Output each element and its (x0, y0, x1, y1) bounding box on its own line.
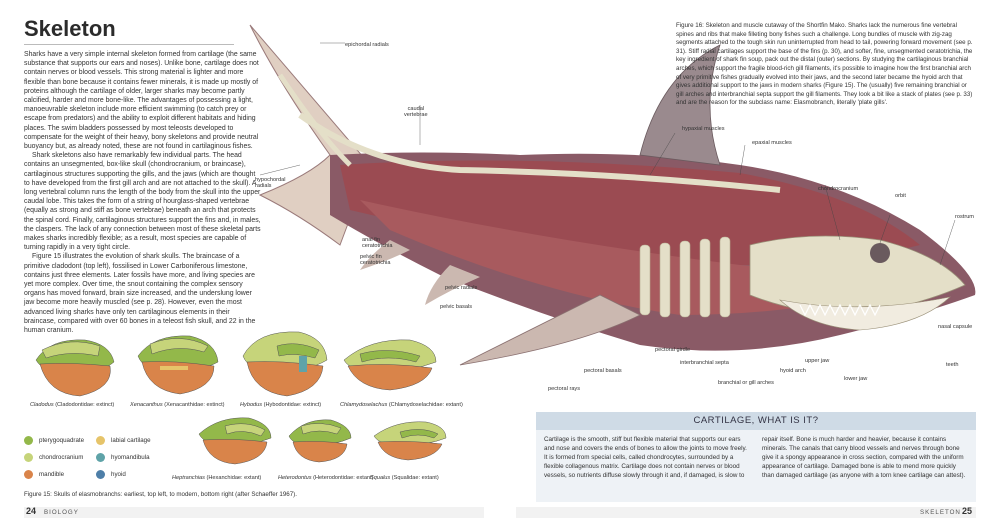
skull-caption: Heterodontus (Heterodontidae: extant) (278, 475, 374, 481)
sidebar-box-column-2: repair itself. Bone is much harder and h… (762, 436, 966, 479)
legend-item: chondrocranium (24, 453, 83, 462)
section-label-left: BIOLOGY (44, 509, 79, 516)
label-teeth: teeth (946, 362, 959, 368)
label-interbranchial-septa: interbranchial septa (680, 360, 729, 366)
label-pectoral-rays: pectoral rays (548, 386, 581, 392)
label-pectoral-basals: pectoral basals (584, 368, 622, 374)
skull-caption: Heptranchias (Hexanchidae: extant) (172, 475, 262, 481)
skull-cladodus (35, 339, 115, 397)
label-hypaxial-muscles: hypaxial muscles (682, 126, 725, 132)
label-rostrum: rostrum (955, 214, 974, 220)
label-anal-fin-ceratotrichia: anal fin ceratotrichia (362, 237, 393, 249)
skull-xenacanthus (137, 335, 219, 395)
legend-swatch (24, 470, 33, 479)
legend-item: pterygoquadrate (24, 436, 84, 445)
legend-swatch (24, 453, 33, 462)
sidebar-box-title: CARTILAGE, WHAT IS IT? (536, 412, 976, 430)
legend-swatch (24, 436, 33, 445)
legend-item: mandible (24, 470, 64, 479)
paragraph: Figure 15 illustrates the evolution of s… (24, 253, 256, 335)
label-caudal-vertebrae: caudal vertebrae (404, 106, 428, 118)
page-number-right: 25 (962, 506, 973, 516)
skull-legend: pterygoquadrate labial cartilage chondro… (24, 436, 194, 486)
skull-caption: Squalus (Squalidae: extant) (370, 475, 439, 481)
legend-swatch (96, 453, 105, 462)
label-pectoral-girdle: pectoral girdle (655, 347, 691, 353)
skull-caption: Hybodus (Hybodontidae: extinct) (240, 402, 322, 408)
skull-caption: Chlamydoselachus (Chlamydoselachidae: ex… (340, 402, 463, 408)
skull-squalus (373, 421, 447, 461)
label-hyoid-arch: hyoid arch (780, 368, 806, 374)
label-branchial-arches: branchial or gill arches (718, 380, 774, 386)
footer-bar-left (24, 507, 484, 518)
paragraph: Shark skeletons also have remarkably few… (24, 152, 261, 252)
label-pelvic-fin-ceratotrichia: pelvic fin ceratotrichia (360, 254, 391, 266)
title-divider (24, 44, 234, 45)
label-hypochordal-radials: hypochordal radials (255, 177, 286, 189)
footer-bar-right (516, 507, 976, 518)
figure-15-caption: Figure 15: Skulls of elasmobranchs: earl… (24, 491, 297, 498)
label-epaxial-muscles: epaxial muscles (752, 140, 792, 146)
sidebar-box-column-1: Cartilage is the smooth, stiff but flexi… (544, 436, 747, 479)
figure-16-caption: Figure 16: Skeleton and muscle cutaway o… (676, 22, 973, 107)
skull-caption: Cladodus (Cladodontidae: extinct) (30, 402, 115, 408)
skull-caption: Xenacanthus (Xenacanthidae: extinct) (130, 402, 225, 408)
label-nasal-capsule: nasal capsule (938, 324, 973, 330)
legend-item: hyomandibula (96, 453, 150, 462)
legend-item: labial cartilage (96, 436, 151, 445)
legend-swatch (96, 470, 105, 479)
paragraph: Sharks have a very simple internal skele… (24, 51, 259, 151)
label-epichordal-radials: epichordal radials (345, 42, 389, 48)
skull-heterodontus (288, 419, 352, 463)
label-pelvic-basals: pelvic basals (440, 304, 473, 310)
legend-item: hyoid (96, 470, 126, 479)
skull-heptranchias (198, 417, 272, 465)
skull-figure: Cladodus (Cladodontidae: extinct) Xenaca… (0, 322, 470, 497)
shark-cutaway-illustration (249, 24, 976, 366)
body-text: Sharks have a very simple internal skele… (24, 50, 262, 335)
label-lower-jaw: lower jaw (844, 376, 868, 382)
page-number-left: 24 (26, 506, 37, 516)
section-label-right: SKELETON (920, 509, 961, 516)
label-upper-jaw: upper jaw (805, 358, 830, 364)
label-chondrocranium: chondrocranium (818, 186, 859, 192)
legend-swatch (96, 436, 105, 445)
page-title: Skeleton (24, 16, 116, 41)
label-orbit: orbit (895, 193, 906, 199)
skull-hybodus (242, 331, 328, 397)
skull-chlamydoselachus (343, 339, 437, 391)
label-pelvic-radials: pelvic radials (445, 285, 478, 291)
